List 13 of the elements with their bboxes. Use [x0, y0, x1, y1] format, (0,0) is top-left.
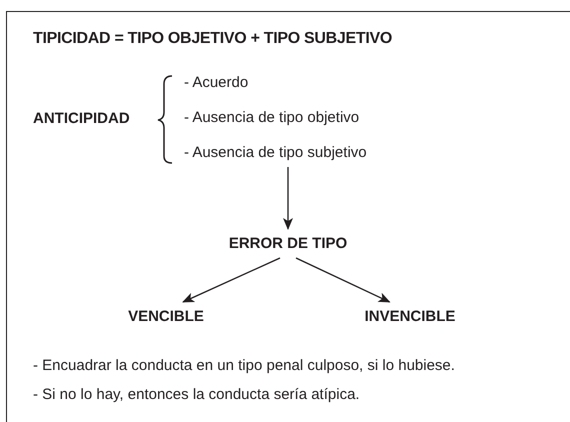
note-text: - Encuadrar la conducta en un tipo penal culposo, si lo hubiese. — [33, 356, 455, 376]
title: TIPICIDAD = TIPO OBJETIVO + TIPO SUBJETIVO — [33, 29, 392, 49]
list-item: - Ausencia de tipo objetivo — [184, 108, 360, 128]
arrow — [283, 167, 293, 230]
list-item: - Ausencia de tipo subjetivo — [184, 143, 367, 163]
note-text: - Si no lo hay, entonces la conducta sería atípica. — [33, 385, 361, 405]
node-label: INVENCIBLE — [364, 306, 456, 327]
arrow — [182, 257, 280, 303]
node-label: ERROR DE TIPO — [228, 233, 348, 254]
arrow — [296, 257, 390, 303]
node-label: VENCIBLE — [128, 306, 204, 327]
list-item: - Acuerdo — [184, 73, 250, 93]
node-label: ANTICIPIDAD — [33, 108, 130, 129]
